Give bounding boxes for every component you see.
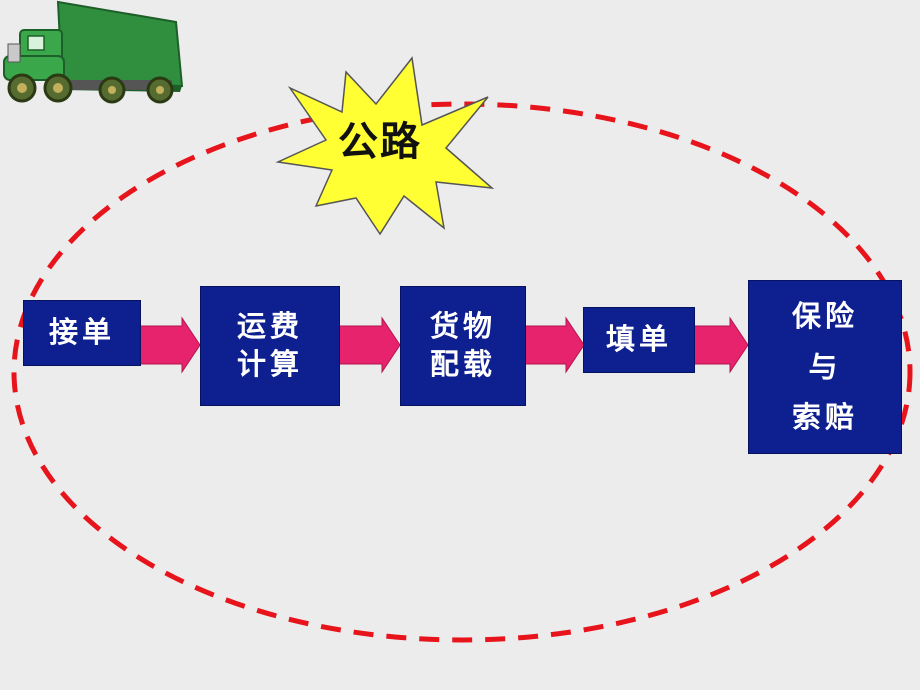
- arrow-1: [139, 316, 201, 374]
- step-label: 索赔: [791, 400, 858, 435]
- step-label: 填单: [605, 322, 672, 357]
- step-label: 配载: [429, 347, 496, 381]
- step-label: 与: [808, 349, 842, 384]
- title-starburst: [275, 56, 495, 236]
- title-label: 公路: [338, 119, 422, 165]
- step-label: 运费: [236, 309, 303, 344]
- step-receive-order: 接单: [23, 300, 141, 366]
- arrow-2: [338, 316, 401, 374]
- step-fill-form: 填单: [583, 307, 695, 373]
- step-label: 计算: [236, 347, 303, 381]
- step-insurance-claims: 保险 与 索赔: [748, 280, 902, 454]
- highway-process-ellipse: [11, 101, 913, 643]
- arrow-3: [524, 316, 585, 374]
- step-cargo-loading: 货物 配载: [400, 286, 526, 406]
- step-label: 货物: [429, 309, 496, 344]
- step-label: 保险: [791, 298, 858, 333]
- truck-icon: [3, 0, 184, 104]
- step-freight-calculation: 运费 计算: [200, 286, 340, 406]
- arrow-4: [693, 316, 749, 374]
- step-label: 接单: [48, 315, 115, 350]
